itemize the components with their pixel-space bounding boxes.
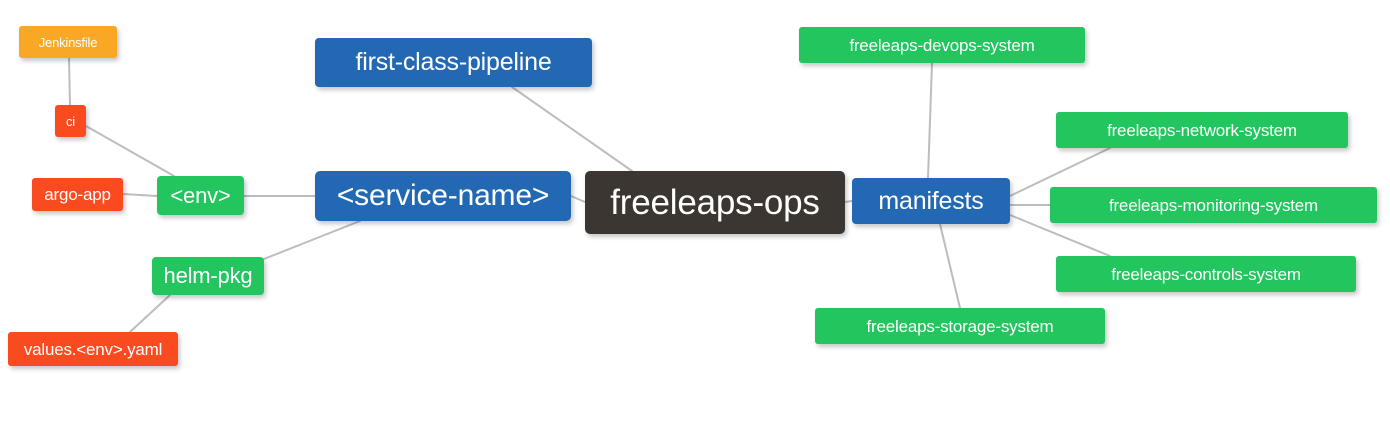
edge-freeleaps-ops-to-service-name (570, 195, 586, 203)
node-freeleaps-devops-system[interactable]: freeleaps-devops-system (799, 27, 1085, 63)
edge-helm-pkg-to-values-env-yaml (129, 294, 171, 333)
edge-service-name-to-helm-pkg (263, 220, 361, 260)
node-argo-app[interactable]: argo-app (32, 178, 123, 211)
node-values-env-yaml[interactable]: values.<env>.yaml (8, 332, 178, 366)
node-service-name[interactable]: <service-name> (315, 171, 571, 221)
node-freeleaps-monitoring-system[interactable]: freeleaps-monitoring-system (1050, 187, 1377, 223)
node-freeleaps-controls-system[interactable]: freeleaps-controls-system (1056, 256, 1356, 292)
node-freeleaps-ops[interactable]: freeleaps-ops (585, 171, 845, 234)
edge-manifests-to-freeleaps-storage-system (939, 223, 961, 309)
node-freeleaps-storage-system[interactable]: freeleaps-storage-system (815, 308, 1105, 344)
node-helm-pkg[interactable]: helm-pkg (152, 257, 264, 295)
node-ci[interactable]: ci (55, 105, 86, 137)
node-env[interactable]: <env> (157, 176, 244, 215)
node-freeleaps-network-system[interactable]: freeleaps-network-system (1056, 112, 1348, 148)
node-jenkinsfile[interactable]: Jenkinsfile (19, 26, 117, 58)
edge-manifests-to-freeleaps-devops-system (927, 62, 933, 179)
edge-env-to-ci (85, 125, 175, 177)
node-manifests[interactable]: manifests (852, 178, 1010, 224)
node-first-class-pipeline[interactable]: first-class-pipeline (315, 38, 592, 87)
edge-freeleaps-ops-to-first-class-pipeline (511, 86, 633, 172)
edge-freeleaps-ops-to-manifests (844, 200, 853, 203)
edge-ci-to-jenkinsfile (68, 57, 71, 106)
edge-env-to-argo-app (122, 193, 158, 197)
